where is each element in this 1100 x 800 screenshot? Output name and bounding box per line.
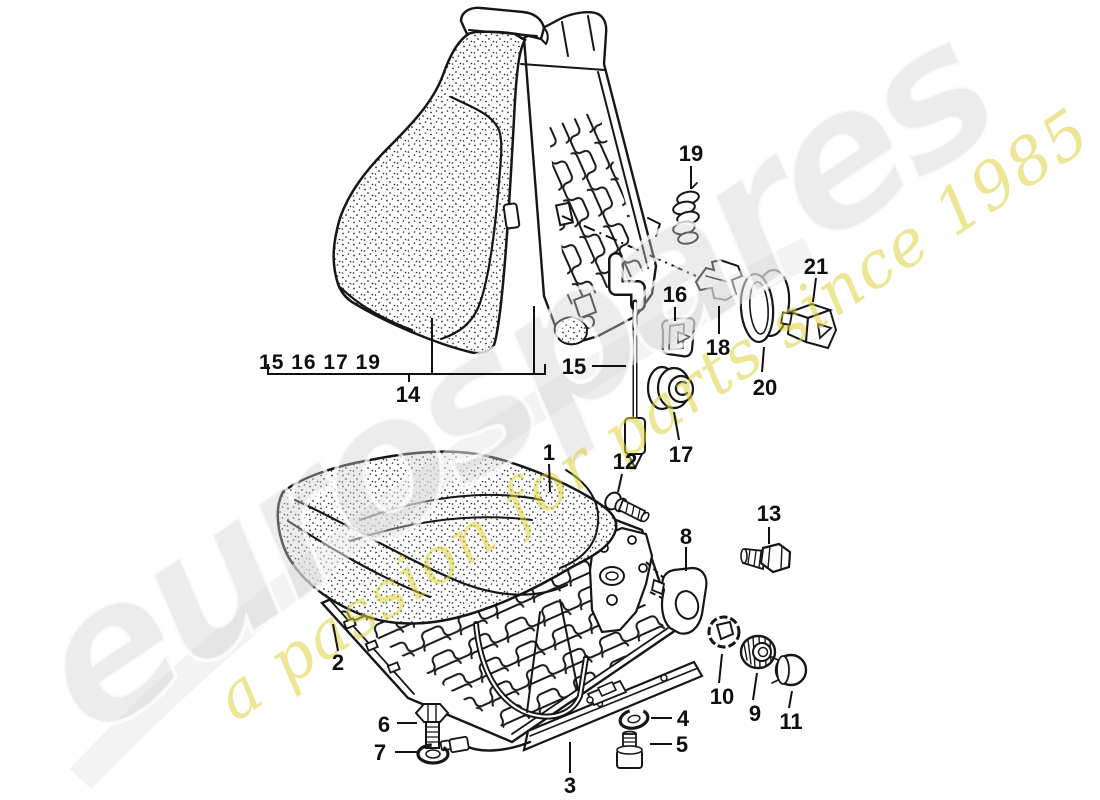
part-label-5[interactable]: 5: [676, 732, 688, 757]
part-13-hex-bolt: [740, 542, 792, 574]
part-label-13[interactable]: 13: [757, 501, 781, 526]
part-label-12[interactable]: 12: [613, 449, 637, 474]
recliner-bracket: [588, 526, 667, 634]
part-8-hinge-cover: [650, 566, 708, 635]
part-10-lock-washer: [707, 615, 741, 649]
part-label-8[interactable]: 8: [680, 524, 692, 549]
part-7-lock-washer: [416, 743, 450, 765]
part-17-grommet: [646, 365, 695, 411]
part-label-16[interactable]: 16: [663, 282, 687, 307]
part-12-screw: [604, 491, 650, 523]
part-9-adjuster-knob: [739, 634, 777, 670]
part-label-3[interactable]: 3: [564, 773, 576, 798]
part-label-9[interactable]: 9: [749, 701, 761, 726]
part-label-11[interactable]: 11: [779, 709, 802, 734]
part-label-20[interactable]: 20: [753, 375, 777, 400]
watermark-swoosh: [69, 237, 817, 790]
part-5-stepped-bolt: [616, 730, 643, 769]
backrest-group-label[interactable]: 15 16 17 19: [259, 351, 381, 374]
part-label-7[interactable]: 7: [374, 740, 386, 765]
part-label-17[interactable]: 17: [669, 442, 693, 467]
part-19-spring: [672, 182, 700, 245]
part-label-6[interactable]: 6: [378, 712, 390, 737]
part-label-1[interactable]: 1: [543, 440, 555, 465]
part-label-21[interactable]: 21: [804, 254, 828, 279]
part-label-10[interactable]: 10: [710, 684, 734, 709]
seat-wire-bail: [473, 599, 589, 720]
part-4-circlip: [618, 708, 650, 730]
part-label-4[interactable]: 4: [677, 706, 690, 731]
part-label-19[interactable]: 19: [679, 141, 703, 166]
leader-lines: [332, 166, 817, 773]
part-label-15[interactable]: 15: [562, 354, 586, 379]
part-3-seat-rail: [439, 660, 704, 754]
part-label-18[interactable]: 18: [706, 335, 730, 360]
part-label-2[interactable]: 2: [332, 650, 344, 675]
seat-cushion: [276, 450, 618, 625]
part-21-latch-knob: [779, 302, 838, 350]
part-6-hex-bolt: [414, 703, 450, 749]
backrest-cushion: [332, 6, 549, 355]
part-11-cap: [771, 653, 808, 687]
backrest-group-bracket: [267, 306, 546, 382]
assembly-dash-line: [561, 215, 697, 277]
part-label-14[interactable]: 14: [396, 382, 421, 407]
